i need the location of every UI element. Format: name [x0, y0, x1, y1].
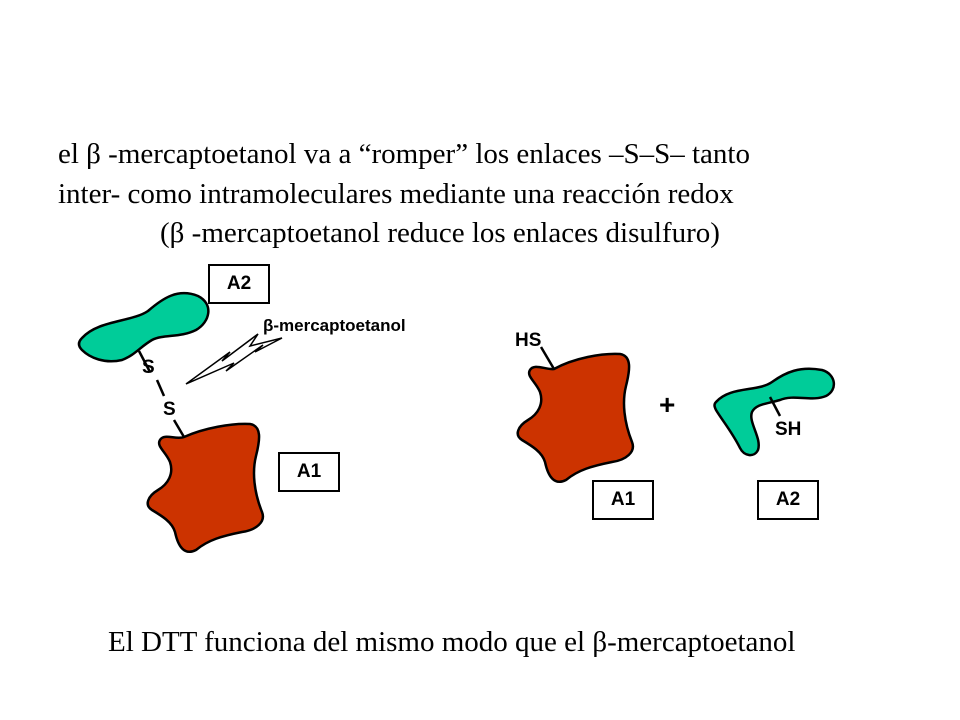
sh-label: SH	[775, 419, 802, 440]
plus-sign: +	[659, 389, 676, 420]
right-a1-protein	[516, 352, 635, 483]
left-bond-top	[137, 350, 152, 373]
right-sh-bond	[768, 396, 782, 417]
right-a2-label: A2	[757, 480, 819, 520]
right-a1-label: A1	[592, 480, 654, 520]
left-a1-protein	[146, 422, 265, 553]
intro-line-3: (β -mercaptoetanol reduce los enlaces di…	[160, 217, 720, 249]
left-bond-middle	[155, 379, 166, 397]
lightning-bolt-icon	[185, 333, 283, 385]
left-a1-label: A1	[278, 452, 340, 492]
left-sulfur-top: S	[142, 357, 155, 378]
intro-line-1: el β -mercaptoetanol va a “romper” los e…	[58, 138, 750, 170]
left-a2-chain	[77, 291, 210, 363]
footer-note: El DTT funciona del mismo modo que el β-…	[108, 626, 796, 658]
left-a2-label: A2	[208, 264, 270, 304]
left-bond-bottom	[172, 419, 186, 438]
reagent-label: β-mercaptoetanol	[263, 316, 406, 335]
intro-line-2: inter- como intramoleculares mediante un…	[58, 178, 734, 210]
right-a2-chain	[713, 367, 835, 457]
left-sulfur-bottom: S	[163, 399, 176, 420]
right-hs-bond	[539, 346, 556, 370]
hs-label: HS	[515, 330, 542, 351]
